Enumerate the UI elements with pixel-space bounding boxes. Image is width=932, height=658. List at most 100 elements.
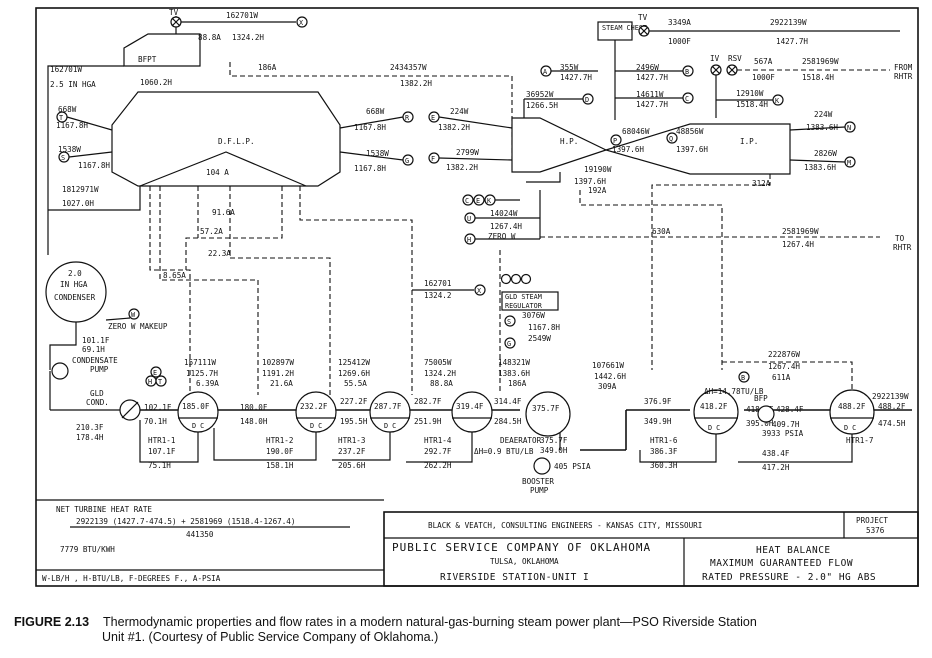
svg-text:U: U [467, 215, 471, 223]
svg-text:R: R [405, 114, 410, 122]
leak-d-enthalpy: 1266.5H [526, 101, 558, 110]
bfp-temp: 428.4F [776, 405, 804, 414]
booster-pump[interactable] [533, 457, 551, 475]
condensate-pump[interactable] [51, 362, 69, 380]
leak-f-flow: 2799W [456, 148, 479, 157]
hrh-pressure: 567A [754, 57, 773, 66]
svg-text:W: W [131, 311, 136, 319]
ip-label: I.P. [740, 137, 758, 146]
svg-text:RHTR: RHTR [894, 72, 913, 81]
svg-text:D C: D C [384, 422, 396, 430]
leak-g-flow: 1538W [366, 149, 389, 158]
svg-text:D C: D C [708, 424, 720, 432]
station: RIVERSIDE STATION-UNIT I [440, 572, 589, 583]
bfp-pump[interactable] [757, 405, 775, 423]
caption-line1: Thermodynamic properties and flow rates … [103, 615, 757, 629]
htr2-ext-enthalpy: 1191.2H [262, 369, 294, 378]
svg-text:2.0: 2.0 [68, 269, 82, 278]
gland-flow: 14024W [490, 209, 518, 218]
bfpt-turbine: X [123, 16, 308, 67]
max-flow: MAXIMUM GUARANTEED FLOW [710, 558, 853, 569]
leak-s-flow: 1538W [58, 145, 81, 154]
leak-d-flow: 36952W [526, 90, 554, 99]
leak-k-enthalpy: 1518.4H [736, 100, 768, 109]
svg-text:D: D [585, 96, 589, 104]
htr7-ext-pressure: 611A [772, 373, 791, 382]
final-temp: 488.2F [878, 402, 906, 411]
leak-q-enthalpy: 1397.6H [676, 145, 708, 154]
svg-text:RHTR: RHTR [893, 243, 912, 252]
gland-cek-markers: C E K [462, 194, 496, 206]
htr7-ext-enthalpy: 1267.4H [768, 362, 800, 371]
svg-text:N: N [847, 124, 851, 132]
svg-text:D C: D C [192, 422, 204, 430]
svg-text:K: K [487, 197, 492, 205]
bfp-pressure: 3933 PSIA [762, 429, 804, 438]
title-block [383, 511, 919, 587]
bfp-enthalpy: 409.7H [772, 420, 800, 429]
leak-t-enthalpy: 1167.8H [56, 121, 88, 130]
bfpt-enthalpy: 1324.2H [232, 33, 264, 42]
svg-text:P: P [613, 137, 617, 145]
rhtr-flow: 2581969W [782, 227, 819, 236]
units-legend: W-LB/H , H-BTU/LB, F-DEGREES F., A-PSIA [42, 574, 221, 583]
crossover-flow: 2434357W [390, 63, 427, 72]
da-drain-enthalpy: 349.0H [540, 446, 568, 455]
htr2-drain-temp: 190.0F [266, 447, 294, 456]
bfpt-exhaust-line [47, 65, 124, 255]
deaerator-temp: 375.7F [532, 404, 560, 413]
leak-b-enthalpy: 1427.7H [636, 73, 668, 82]
steam-chest-label: STEAM CHEST [602, 24, 647, 32]
htr7-name: HTR1-7 [846, 436, 873, 445]
hp-exhaust-pressure: 192A [588, 186, 607, 195]
leak-p-enthalpy: 1397.6H [612, 145, 644, 154]
hrh-flow: 2581969W [802, 57, 839, 66]
htr2-ext-pressure: 21.6A [270, 379, 293, 388]
booster-pressure: 405 PSIA [554, 462, 591, 471]
city: TULSA, OKLAHOMA [490, 557, 559, 566]
hp-turbine [511, 117, 608, 173]
svg-text:D C: D C [844, 424, 856, 432]
tv-label: TV [169, 8, 179, 17]
htr4-drain-temp: 292.7F [424, 447, 452, 456]
iv-label: IV [710, 54, 720, 63]
htr6-name: HTR1-6 [650, 436, 678, 445]
bfpt-label: BFPT [138, 55, 157, 64]
leak-b-flow: 2496W [636, 63, 659, 72]
ms-enthalpy: 1427.7H [776, 37, 808, 46]
leak-n-enthalpy: 1383.6H [806, 123, 838, 132]
htr6-ext-flow: 107661W [592, 361, 624, 370]
condensate-pump-label: CONDENSATE [72, 356, 118, 365]
bfp-label: BFP [754, 394, 768, 403]
gland-reg-flow: 3076W [522, 311, 545, 320]
heater-3: D C [369, 391, 411, 433]
project-number: 5376 [866, 526, 885, 535]
svg-text:A: A [543, 68, 547, 76]
extraction-4: 8.65A [163, 271, 186, 280]
leak-f-enthalpy: 1382.2H [446, 163, 478, 172]
da-in-temp: 314.4F [494, 397, 522, 406]
lp-label: D.F.L.P. [218, 137, 255, 146]
htr4-in-enthalpy: 251.9H [414, 417, 442, 426]
htr7-drain-temp: 438.4F [762, 449, 790, 458]
da-ext-pressure: 186A [508, 379, 527, 388]
from-rhtr: FROM [894, 63, 913, 72]
leak-m-enthalpy: 1383.6H [804, 163, 836, 172]
htr1-ext-enthalpy: 1125.7H [186, 369, 218, 378]
svg-text:F: F [431, 155, 435, 163]
lp-exhaust-enthalpy: 1027.0H [62, 199, 94, 208]
htr2-name: HTR1-2 [266, 436, 293, 445]
deaerator-tank [525, 391, 571, 437]
htr1-drain-temp: 107.1F [148, 447, 176, 456]
leak-s-enthalpy: 1167.8H [78, 161, 110, 170]
lp-flow: 104 A [206, 168, 229, 177]
hp-exhaust-flow: 19190W [584, 165, 612, 174]
heater-4 [451, 391, 493, 433]
htr6-shell-temp: 418.2F [700, 402, 728, 411]
htr3-ext-flow: 125412W [338, 358, 370, 367]
svg-text:T: T [59, 114, 63, 122]
svg-text:K: K [775, 97, 780, 105]
svg-text:M: M [847, 159, 851, 167]
bfpt2-flow: 162701 [424, 279, 452, 288]
htr7-drain-enthalpy: 417.2H [762, 463, 790, 472]
